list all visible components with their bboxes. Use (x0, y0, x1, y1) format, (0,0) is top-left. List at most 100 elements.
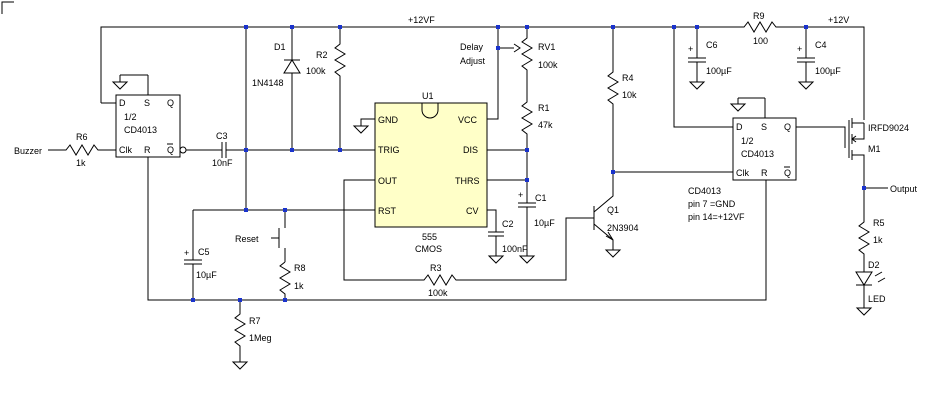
svg-text:R: R (761, 168, 768, 178)
svg-text:2N3904: 2N3904 (607, 223, 639, 233)
capacitor-c5: + C5 10µF (184, 247, 217, 300)
flipflop-2: D S Q 1/2 CD4013 Clk R Q (729, 97, 797, 181)
svg-text:R2: R2 (316, 50, 328, 60)
svg-text:C4: C4 (815, 40, 827, 50)
wire-d2 (673, 27, 733, 128)
svg-text:Q: Q (167, 145, 174, 155)
note-line1: CD4013 (688, 186, 721, 196)
svg-text:Clk: Clk (736, 168, 749, 178)
buzzer-input-label: Buzzer (14, 146, 42, 156)
svg-text:+: + (518, 190, 523, 200)
ground-icon (518, 255, 536, 264)
ground-icon (688, 81, 706, 90)
resistor-r5: R5 1k (858, 188, 885, 272)
wire-out (343, 179, 420, 281)
svg-text:100k: 100k (538, 60, 558, 70)
resistor-r8: R8 1k (279, 261, 306, 300)
svg-text:Q: Q (784, 122, 791, 132)
svg-text:CD4013: CD4013 (741, 149, 774, 159)
svg-text:R6: R6 (76, 132, 88, 142)
svg-text:R1: R1 (538, 103, 550, 113)
ic-555: U1 GND VCC TRIG DIS OUT THRS RST CV 555 … (374, 91, 488, 254)
svg-text:1/2: 1/2 (124, 112, 137, 122)
svg-text:100k: 100k (306, 66, 326, 76)
capacitor-c6: + C6 100µF (688, 27, 732, 90)
svg-text:Clk: Clk (119, 145, 132, 155)
svg-text:D2: D2 (868, 260, 880, 270)
wire-dis-thrs (487, 149, 528, 181)
resistor-r4: R4 10k (607, 27, 637, 172)
capacitor-c4: + C4 100µF (797, 27, 841, 90)
svg-text:10k: 10k (622, 90, 637, 100)
resistor-r7: R7 1Meg (231, 300, 272, 370)
ground-icon (797, 81, 815, 90)
resistor-r3: R3 100k (420, 217, 594, 298)
svg-text:CMOS: CMOS (415, 244, 442, 254)
svg-text:R4: R4 (622, 73, 634, 83)
svg-text:IRFD9024: IRFD9024 (868, 123, 909, 133)
svg-text:R8: R8 (294, 263, 306, 273)
capacitor-c1: + C1 10µF (518, 180, 555, 264)
svg-text:D: D (119, 98, 126, 108)
svg-text:1k: 1k (294, 281, 304, 291)
resistor-r9: R9 100 (739, 11, 782, 46)
diode-d1: D1 1N4148 (252, 27, 301, 150)
svg-text:Q: Q (784, 168, 791, 178)
ground-icon (604, 249, 622, 258)
reset-switch (271, 210, 286, 262)
adjust-label: Adjust (460, 56, 486, 66)
svg-text:R9: R9 (753, 11, 765, 21)
svg-text:10µF: 10µF (534, 218, 555, 228)
wiper-arrow (513, 43, 521, 53)
svg-text:S: S (761, 122, 767, 132)
svg-text:LED: LED (868, 294, 886, 304)
svg-text:100µF: 100µF (706, 66, 732, 76)
reset-label: Reset (235, 234, 259, 244)
svg-text:R7: R7 (249, 316, 261, 326)
rail-12vf-label: +12VF (408, 15, 435, 25)
svg-text:555: 555 (422, 232, 437, 242)
wire-bottom-rail (147, 157, 767, 301)
capacitor-c2: C2 100nF (487, 209, 528, 264)
svg-text:OUT: OUT (378, 176, 398, 186)
svg-text:GND: GND (378, 115, 399, 125)
svg-text:CD4013: CD4013 (124, 125, 157, 135)
ground-icon (231, 361, 249, 370)
svg-text:1k: 1k (76, 158, 86, 168)
svg-text:C2: C2 (502, 219, 514, 229)
svg-text:THRS: THRS (455, 176, 480, 186)
svg-text:1Meg: 1Meg (249, 333, 272, 343)
svg-text:CV: CV (466, 206, 479, 216)
svg-text:D1: D1 (274, 42, 286, 52)
resistor-r2: R2 100k (306, 27, 346, 150)
junction-dots (191, 25, 866, 302)
svg-text:C1: C1 (535, 193, 547, 203)
corner-mark (1, 1, 14, 14)
transistor-q1: Q1 2N3904 (593, 172, 639, 258)
rail-12vf: +12VF (100, 15, 739, 103)
delay-label: Delay (460, 42, 484, 52)
mosfet-m1: IRFD9024 M1 (848, 118, 909, 188)
potentiometer-rv1: RV1 100k (521, 27, 558, 95)
svg-text:C3: C3 (216, 131, 228, 141)
svg-text:D: D (736, 122, 743, 132)
svg-text:100: 100 (753, 36, 768, 46)
rail-12v (782, 26, 865, 120)
svg-text:+: + (688, 44, 693, 54)
svg-text:C6: C6 (706, 40, 718, 50)
svg-text:VCC: VCC (458, 115, 478, 125)
svg-text:10µF: 10µF (196, 270, 217, 280)
output-label: Output (890, 184, 918, 194)
ground-icon (855, 307, 873, 316)
svg-text:R: R (144, 145, 151, 155)
svg-text:100nF: 100nF (502, 244, 528, 254)
wire-vcc (487, 27, 499, 120)
led-d2: D2 LED (855, 260, 886, 316)
ground-icon (111, 81, 129, 90)
svg-text:M1: M1 (868, 144, 881, 154)
svg-text:R3: R3 (430, 263, 442, 273)
resistor-r1: R1 47k (521, 95, 553, 150)
svg-text:S: S (144, 98, 150, 108)
